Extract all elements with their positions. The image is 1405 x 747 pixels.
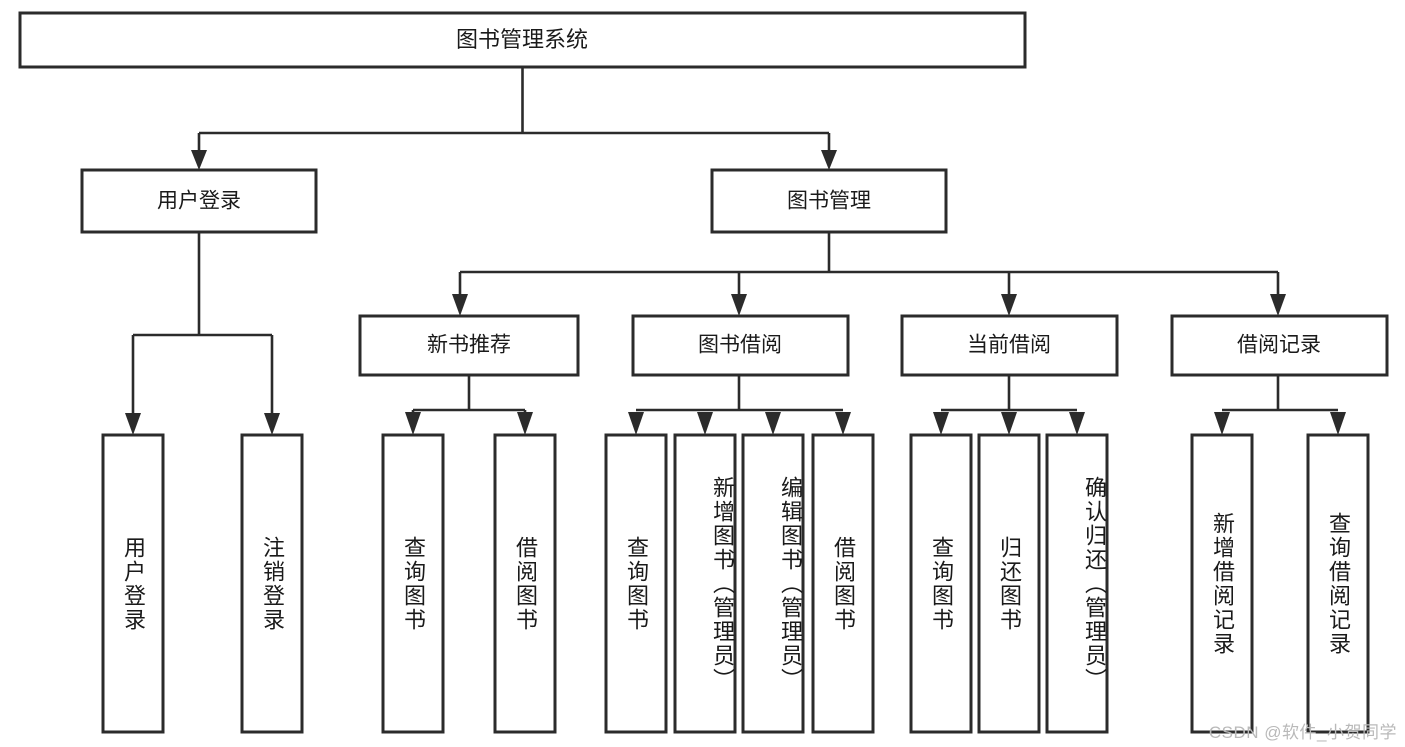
arrow-head-currentborrow-leaf-1 bbox=[933, 412, 949, 435]
arrow-head-to-book-borrow bbox=[731, 294, 747, 316]
arrow-head-currentborrow-leaf-2 bbox=[1001, 412, 1017, 435]
leaf-box-nbr-borrow-book[interactable] bbox=[493, 433, 557, 734]
arrow-head-to-current-borrow bbox=[1001, 294, 1017, 316]
leaf-box-bb-add-book[interactable] bbox=[673, 433, 737, 734]
connector-group-newbook-to-leaves bbox=[405, 375, 533, 435]
arrow-head-to-new-book bbox=[452, 294, 468, 316]
arrow-head-to-borrow-record bbox=[1270, 294, 1286, 316]
connector-group-borrowrecord-to-leaves bbox=[1214, 375, 1346, 435]
node-root-label: 图书管理系统 bbox=[456, 27, 588, 52]
node-new-book-recommend-label: 新书推荐 bbox=[427, 334, 511, 357]
node-root[interactable]: 图书管理系统 bbox=[18, 11, 1027, 69]
connector-group-bookborrow-to-leaves bbox=[628, 375, 851, 435]
node-borrow-record[interactable]: 借阅记录 bbox=[1170, 314, 1389, 377]
arrow-head-leaf-logout bbox=[264, 413, 280, 435]
connector-group-userlogin-to-leaves bbox=[125, 232, 280, 435]
leaf-box-bb-query-book[interactable] bbox=[604, 433, 668, 734]
node-book-borrow-label: 图书借阅 bbox=[698, 334, 782, 357]
arrow-head-to-user-login bbox=[191, 150, 207, 170]
node-book-manage-label: 图书管理 bbox=[787, 190, 871, 213]
arrow-head-borrowrecord-leaf-1 bbox=[1214, 412, 1230, 435]
arrow-head-bookborrow-leaf-3 bbox=[765, 412, 781, 435]
arrow-head-borrowrecord-leaf-2 bbox=[1330, 412, 1346, 435]
arrow-head-newbook-leaf-2 bbox=[517, 412, 533, 435]
leaf-box-br-query-record[interactable] bbox=[1306, 433, 1370, 734]
node-book-manage[interactable]: 图书管理 bbox=[710, 168, 948, 234]
node-borrow-record-label: 借阅记录 bbox=[1237, 334, 1321, 357]
node-book-manage-box[interactable] bbox=[710, 168, 948, 234]
connector-group-root-to-level2 bbox=[191, 67, 837, 170]
leaf-box-user-login[interactable] bbox=[101, 433, 165, 734]
arrow-head-newbook-leaf-1 bbox=[405, 412, 421, 435]
leaf-box-bb-borrow-book[interactable] bbox=[811, 433, 875, 734]
node-current-borrow-box[interactable] bbox=[900, 314, 1119, 377]
node-user-login[interactable]: 用户登录 bbox=[80, 168, 318, 234]
node-book-borrow[interactable]: 图书借阅 bbox=[631, 314, 850, 377]
node-user-login-box[interactable] bbox=[80, 168, 318, 234]
node-new-book-recommend[interactable]: 新书推荐 bbox=[358, 314, 580, 377]
csdn-watermark: CSDN @软件_小贺同学 bbox=[1208, 723, 1397, 742]
connector-group-currentborrow-to-leaves bbox=[933, 375, 1085, 435]
leaf-box-cb-confirm-return[interactable] bbox=[1045, 433, 1109, 734]
node-root-box[interactable] bbox=[18, 11, 1027, 69]
connector-group-bookmanage-to-level3 bbox=[452, 232, 1286, 316]
node-book-borrow-box[interactable] bbox=[631, 314, 850, 377]
leaf-box-cb-return-book[interactable] bbox=[977, 433, 1041, 734]
node-user-login-label: 用户登录 bbox=[157, 190, 241, 213]
arrow-head-bookborrow-leaf-1 bbox=[628, 412, 644, 435]
leaf-box-bb-edit-book[interactable] bbox=[741, 433, 805, 734]
node-current-borrow-label: 当前借阅 bbox=[967, 334, 1051, 357]
leaf-box-br-add-record[interactable] bbox=[1190, 433, 1254, 734]
leaf-box-logout[interactable] bbox=[240, 433, 304, 734]
arrow-head-to-book-manage bbox=[821, 150, 837, 170]
arrow-head-currentborrow-leaf-3 bbox=[1069, 412, 1085, 435]
arrow-head-bookborrow-leaf-2 bbox=[697, 412, 713, 435]
node-current-borrow[interactable]: 当前借阅 bbox=[900, 314, 1119, 377]
leaf-box-cb-query-book[interactable] bbox=[909, 433, 973, 734]
arrow-head-leaf-user-login bbox=[125, 413, 141, 435]
node-borrow-record-box[interactable] bbox=[1170, 314, 1389, 377]
leaf-box-nbr-query-book[interactable] bbox=[381, 433, 445, 734]
node-new-book-recommend-box[interactable] bbox=[358, 314, 580, 377]
arrow-head-bookborrow-leaf-4 bbox=[835, 412, 851, 435]
